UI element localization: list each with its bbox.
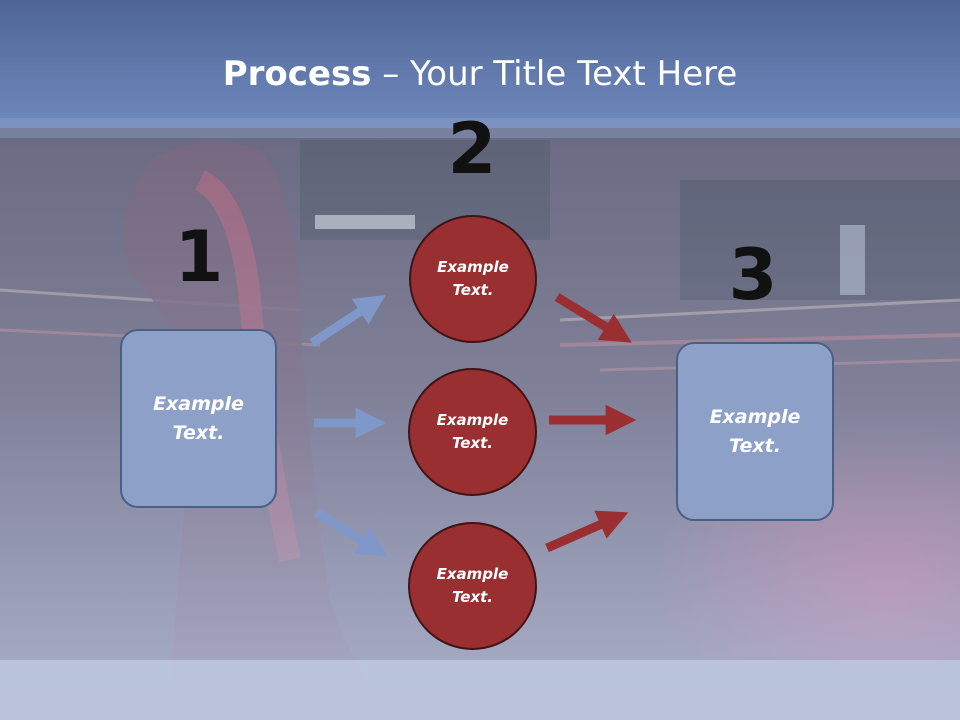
title-bold: Process xyxy=(222,54,372,94)
arrow-blue-down xyxy=(313,508,388,557)
step-number-2: 2 xyxy=(447,108,497,190)
left-box: Example Text. xyxy=(120,329,277,508)
circle-bottom: Example Text. xyxy=(408,522,537,650)
arrow-red-down xyxy=(554,293,632,343)
arrow-red-up xyxy=(545,510,629,553)
title-rest: – Your Title Text Here xyxy=(371,54,738,94)
circle-top: Example Text. xyxy=(409,215,537,343)
step-number-3: 3 xyxy=(728,234,778,316)
arrow-blue-up xyxy=(309,294,386,347)
right-box: Example Text. xyxy=(676,342,834,521)
circle-middle: Example Text. xyxy=(408,368,537,496)
slide-title: Process – Your Title Text Here xyxy=(0,52,960,96)
step-number-1: 1 xyxy=(174,216,224,298)
